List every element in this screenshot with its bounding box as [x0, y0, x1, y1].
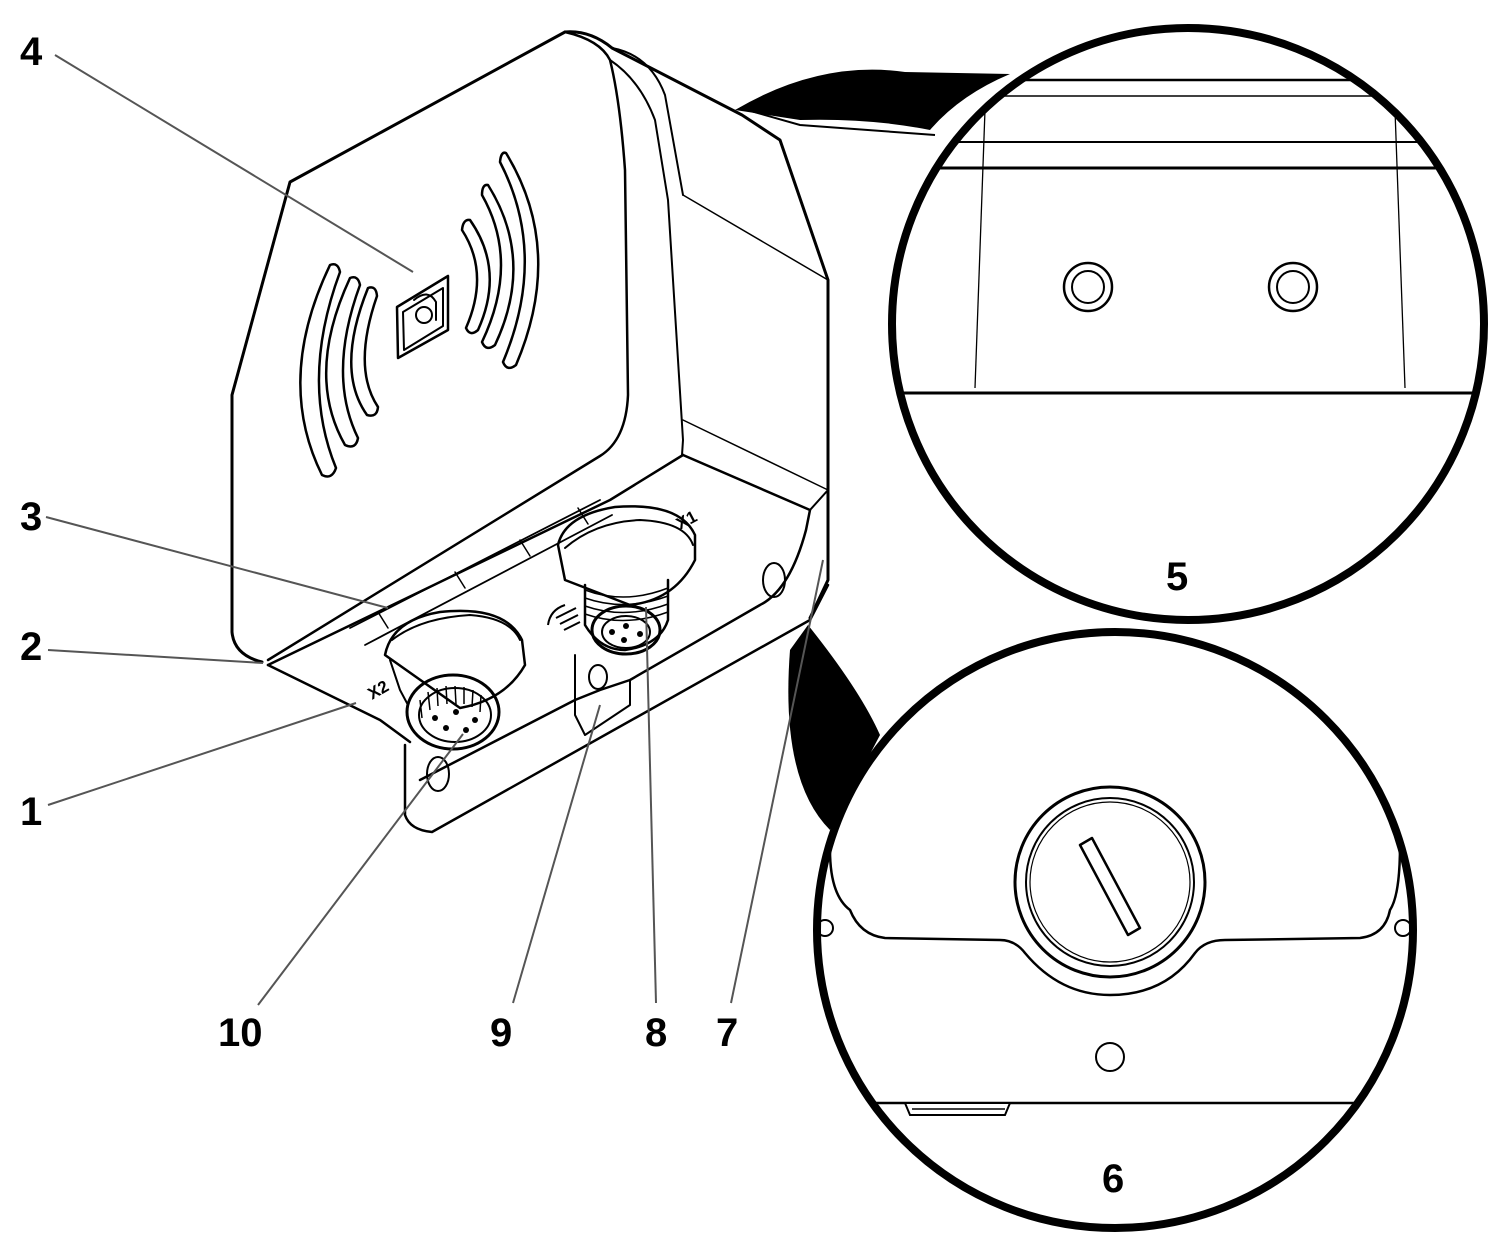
device-housing [230, 30, 830, 834]
adjustment-screw-left [1062, 261, 1114, 313]
callout-4: 4 [20, 30, 43, 74]
callout-7: 7 [716, 1011, 738, 1055]
radio-waves-right-icon [460, 151, 540, 370]
callout-9: 9 [490, 1011, 512, 1055]
adjustment-screw-right [1267, 261, 1319, 313]
callout-2: 2 [20, 625, 42, 669]
callout-10: 10 [218, 1011, 263, 1055]
connector-x1: X1 [547, 505, 700, 656]
callout-3: 3 [20, 495, 42, 539]
callout-6: 6 [1102, 1157, 1124, 1201]
callout-1: 1 [20, 790, 42, 834]
ground-symbol-icon [547, 604, 581, 631]
leader-lines [45, 54, 824, 1006]
rfid-icon [395, 274, 450, 360]
screw-cap [1013, 785, 1207, 979]
radio-waves-left-icon [299, 263, 380, 478]
x1-label: X1 [673, 507, 700, 534]
callout-5: 5 [1166, 555, 1188, 599]
callout-8: 8 [645, 1011, 667, 1055]
x2-label: X2 [365, 677, 393, 704]
connector-x2: X2 [365, 609, 527, 751]
callout-labels: 4 3 2 1 10 9 8 7 5 6 [20, 30, 1188, 1201]
detail-view-5 [735, 24, 1488, 624]
detail-view-6 [788, 625, 1417, 1232]
